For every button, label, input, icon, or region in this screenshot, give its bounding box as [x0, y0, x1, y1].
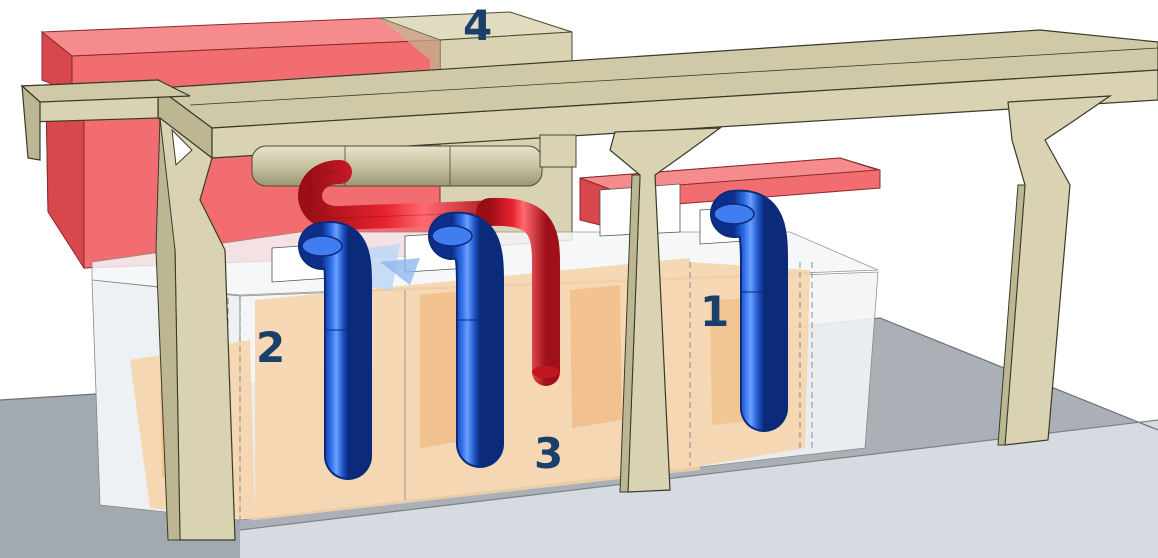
label-zone-3: 3 [534, 429, 563, 478]
blue-pipe-right [710, 189, 789, 432]
blue-pipe-middle [428, 211, 505, 468]
support-frame [20, 29, 1158, 541]
label-zone-1: 1 [700, 287, 729, 336]
label-zone-2: 2 [256, 323, 285, 372]
label-zone-4: 4 [463, 1, 492, 50]
blue-pipe-left [298, 221, 373, 480]
red-pipe-icon [298, 160, 560, 386]
